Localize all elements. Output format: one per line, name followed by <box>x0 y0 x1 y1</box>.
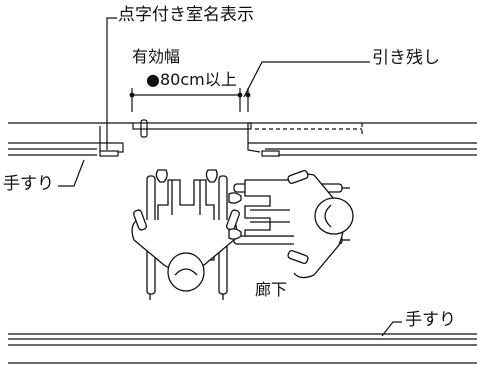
wheelchair-user-facing-door <box>131 169 240 300</box>
door-jamb-left <box>99 126 124 153</box>
door-jamb-right <box>247 123 261 153</box>
leader-handrail-left <box>58 159 85 187</box>
dimension-dot <box>129 92 135 98</box>
label-effective-width-title: 有効幅 <box>132 47 181 66</box>
leader-braille-sign <box>106 17 117 150</box>
wheelchair-user-in-corridor <box>228 170 354 279</box>
label-corridor: 廊下 <box>255 280 288 299</box>
door-handle <box>140 119 148 138</box>
sliding-door-leaf <box>132 122 252 130</box>
label-pull-allowance: 引き残し <box>372 48 440 68</box>
braille-sign-plate <box>261 150 280 157</box>
leader-handrail-right <box>381 321 402 337</box>
dimension-dot <box>237 92 243 98</box>
label-handrail-right: 手すり <box>405 310 456 330</box>
braille-sign-plate <box>99 150 119 157</box>
leader-pull-allowance <box>243 61 370 98</box>
label-braille-room-sign: 点字付き室名表示 <box>118 5 254 25</box>
label-handrail-left: 手すり <box>3 174 54 194</box>
label-effective-width-value: ●80cm以上 <box>146 70 237 89</box>
dimension-dot <box>245 92 251 98</box>
